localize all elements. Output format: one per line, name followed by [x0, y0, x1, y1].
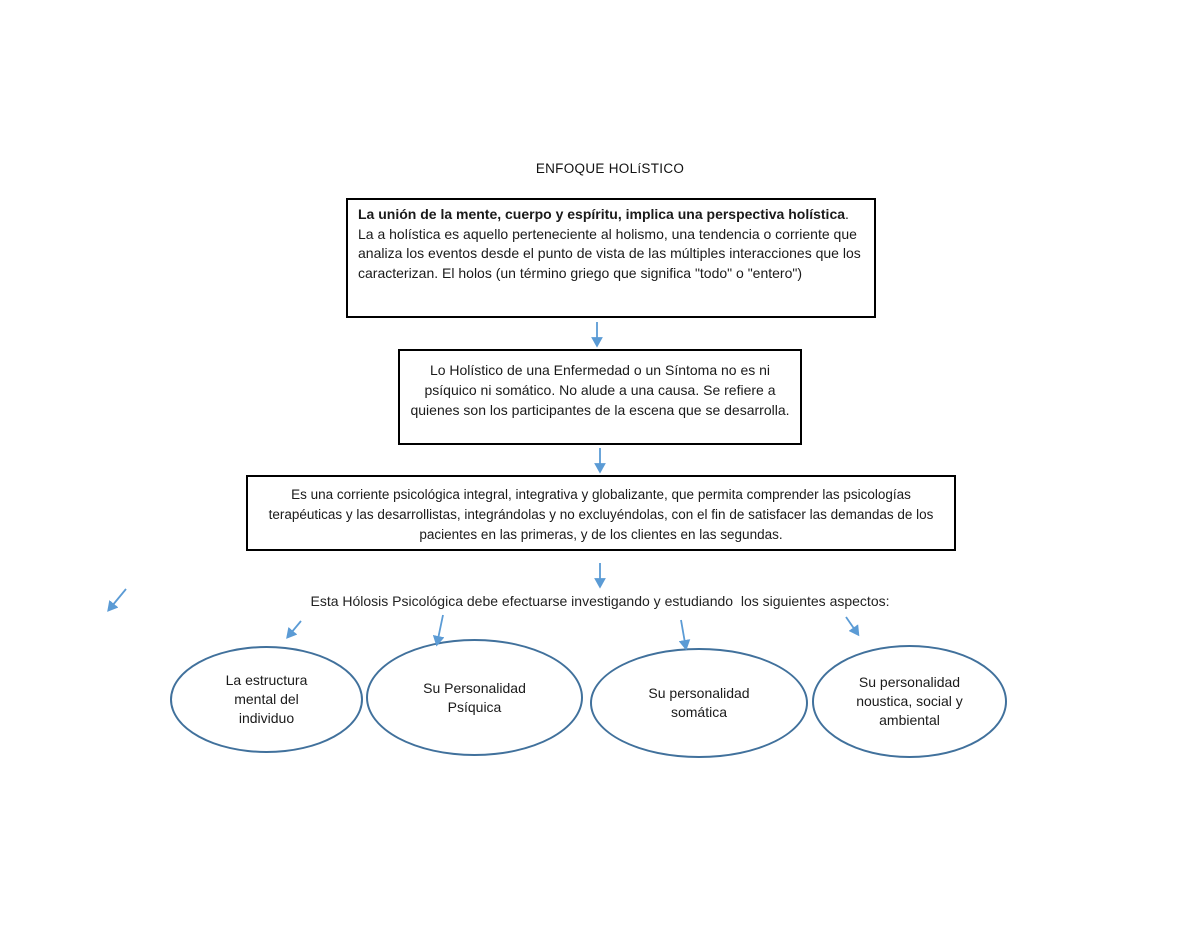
corriente-paragraph: Es una corriente psicológica integral, i…: [268, 487, 934, 542]
ellipse-personalidad-somatica: Su personalidad somática: [590, 648, 808, 758]
sintoma-paragraph: Lo Holístico de una Enfermedad o un Sínt…: [410, 362, 790, 418]
arrow-to-ellipse-noustica: [845, 616, 860, 637]
ellipse-noustica-label: Su personalidad noustica, social y ambie…: [856, 674, 963, 728]
aspects-intro-text: Esta Hólosis Psicológica debe efectuarse…: [310, 593, 890, 609]
ellipse-psiquica-label: Su Personalidad Psíquica: [423, 679, 526, 715]
arrow-to-ellipse-estructura: [286, 620, 302, 639]
ellipse-somatica-label: Su personalidad somática: [648, 685, 750, 720]
definition-bold-lead: La unión de la mente, cuerpo y espíritu,…: [358, 206, 846, 222]
sintoma-text-box: Lo Holístico de una Enfermedad o un Sínt…: [398, 349, 802, 445]
page-title: ENFOQUE HOLíSTICO: [535, 161, 685, 176]
definition-paragraph: La unión de la mente, cuerpo y espíritu,…: [358, 205, 864, 283]
arrow-to-ellipse-psiquica: [432, 614, 445, 647]
definition-rest: . La a holística es aquello pertenecient…: [358, 206, 865, 281]
ellipse-personalidad-psiquica: Su Personalidad Psíquica: [366, 639, 583, 756]
definition-text-box: La unión de la mente, cuerpo y espíritu,…: [346, 198, 876, 318]
corriente-text-box: Es una corriente psicológica integral, i…: [246, 475, 956, 551]
ellipse-personalidad-noustica: Su personalidad noustica, social y ambie…: [812, 645, 1007, 758]
arrow-to-ellipse-somatica: [678, 619, 691, 651]
ellipse-estructura-mental: La estructura mental del individuo: [170, 646, 363, 753]
ellipse-estructura-label: La estructura mental del individuo: [225, 672, 308, 726]
